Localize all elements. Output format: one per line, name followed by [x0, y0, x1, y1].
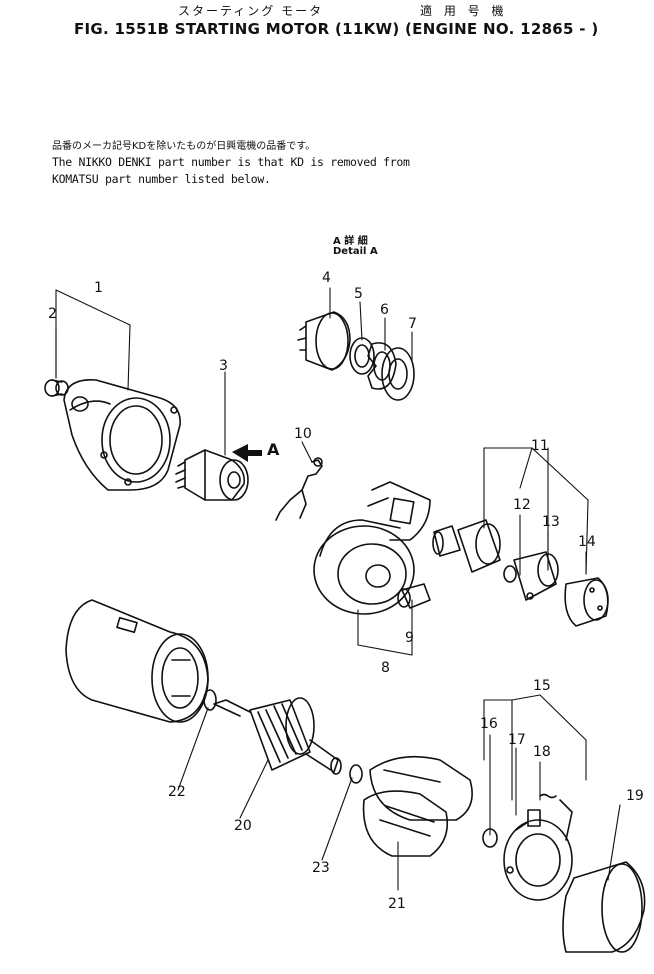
front-housing-part-1	[63, 379, 181, 491]
callout-13: 13	[542, 514, 560, 530]
callout-10: 10	[294, 426, 312, 442]
callout-21: 21	[388, 896, 406, 912]
callout-12: 12	[513, 497, 531, 513]
callout-1: 1	[94, 280, 103, 296]
note-english-line-1: The NIKKO DENKI part number is that KD i…	[52, 155, 410, 169]
switch-cover-part-14	[564, 577, 609, 627]
note-japanese: 品番のメーカ記号KDを除いたものが日興電機の品番です。	[52, 141, 316, 152]
callout-5: 5	[354, 286, 363, 302]
callout-23: 23	[312, 860, 330, 876]
callout-14: 14	[578, 534, 596, 550]
bushing-part-16	[482, 828, 498, 848]
callout-22: 22	[168, 784, 186, 800]
callout-8: 8	[381, 660, 390, 676]
pinion-part-4	[297, 311, 351, 371]
callout-20: 20	[234, 818, 252, 834]
callout-19: 19	[626, 788, 644, 804]
callout-16: 16	[480, 716, 498, 732]
callout-7: 7	[408, 316, 417, 332]
callout-6: 6	[380, 302, 389, 318]
callout-4: 4	[322, 270, 331, 286]
shift-lever-part-10	[275, 457, 323, 521]
callout-18: 18	[533, 744, 551, 760]
switch-body-part-13	[513, 551, 559, 601]
figure-title: FIG. 1551B STARTING MOTOR (11KW) (ENGINE…	[74, 20, 599, 38]
note-english-line-2: KOMATSU part number listed below.	[52, 172, 271, 186]
armature-part-20	[213, 697, 342, 775]
title-japanese: スターティング モータ	[178, 4, 324, 18]
bushing-part-2	[44, 379, 69, 397]
field-coil-part-21	[362, 755, 473, 857]
detail-a-arrow-label: A	[267, 440, 280, 459]
leader-lines	[55, 287, 621, 891]
stopper-part-5	[349, 337, 375, 375]
plunger-part-11	[432, 519, 501, 573]
spring-part-18	[539, 793, 557, 799]
callout-2: 2	[48, 306, 57, 322]
washer-part-23	[349, 764, 363, 784]
detail-a-arrow	[232, 444, 262, 462]
spring-part-12	[503, 565, 517, 583]
rear-cover-part-19	[562, 861, 646, 953]
callout-9: 9	[405, 630, 414, 646]
snap-ring-part-7	[381, 347, 415, 401]
callout-11: 11	[531, 438, 549, 454]
callout-3: 3	[219, 358, 228, 374]
brush-holder-part-15	[503, 799, 573, 901]
yoke-frame	[65, 599, 209, 723]
center-housing-part-8	[313, 481, 431, 615]
applicability-japanese: 適 用 号 機	[420, 4, 508, 18]
detail-label-japanese: A 詳 細	[333, 236, 368, 247]
bushing-part-9	[397, 583, 431, 609]
callout-15: 15	[533, 678, 551, 694]
pinion-clutch-part-3	[175, 449, 249, 501]
detail-label-english: Detail A	[333, 246, 378, 257]
brush-part-17	[527, 809, 541, 827]
callout-17: 17	[508, 732, 526, 748]
